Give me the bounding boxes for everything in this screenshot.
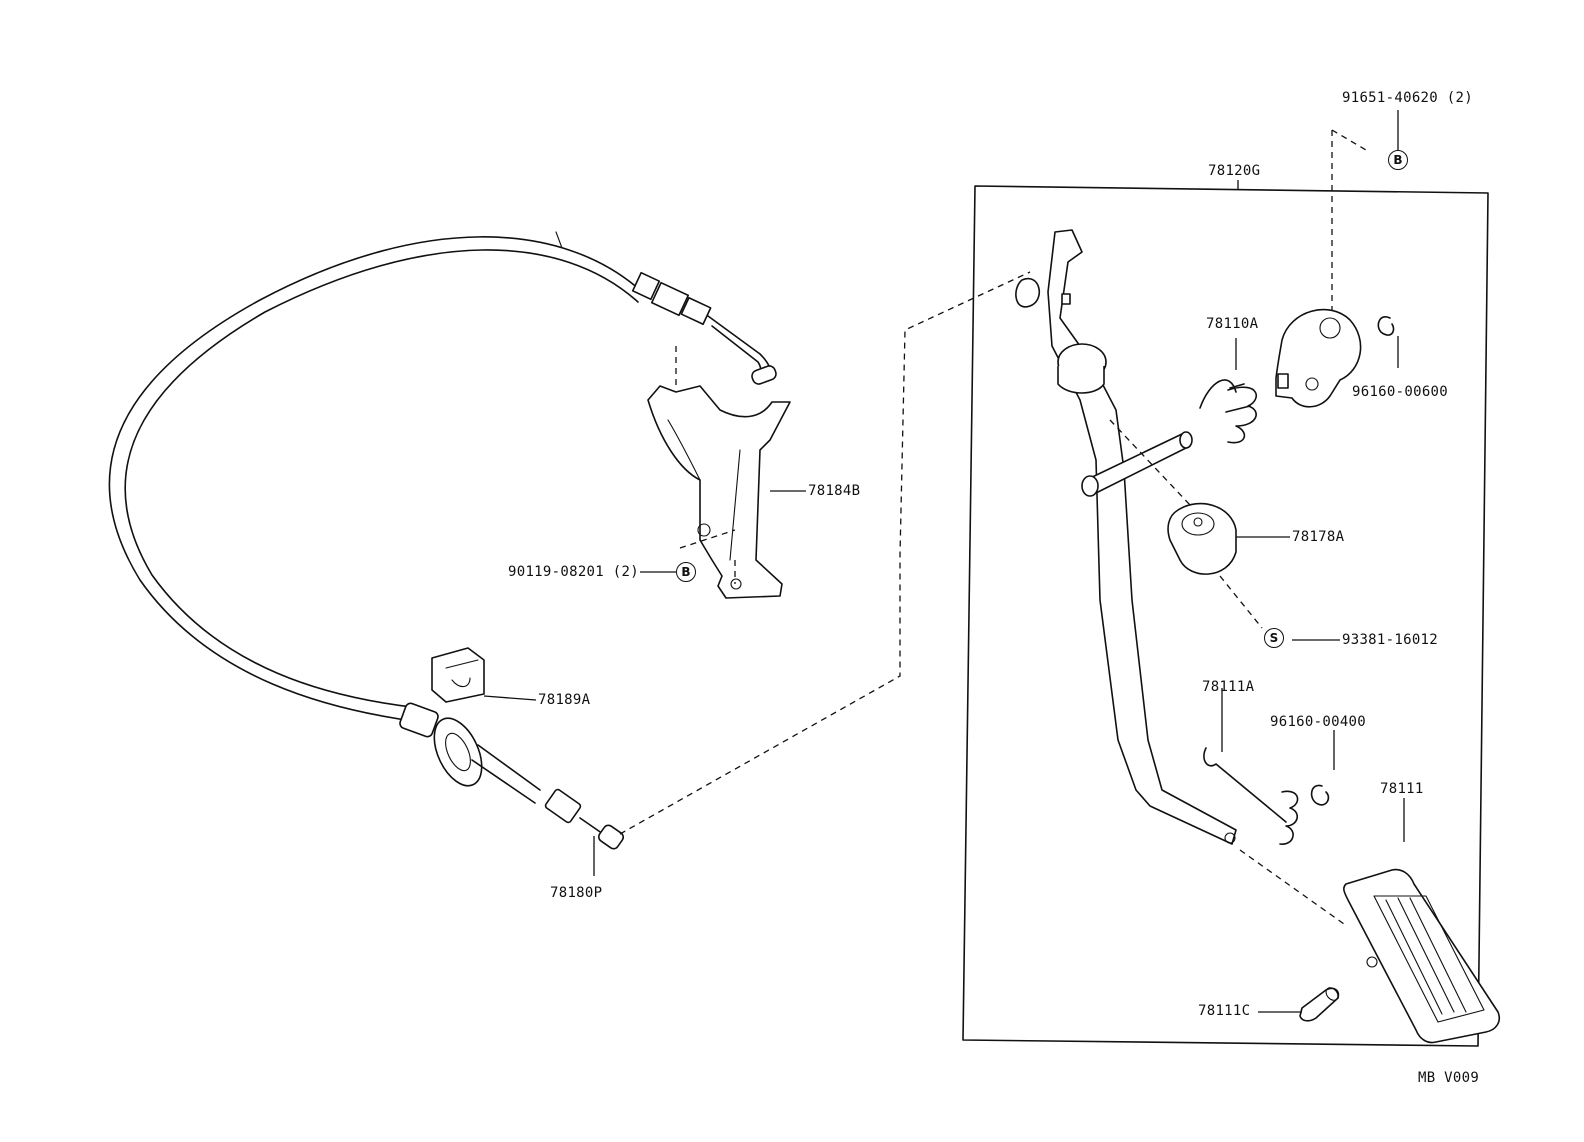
badge-bolt-b-bracket: B [676, 562, 696, 582]
label-91651-40620: 91651-40620 (2) [1342, 90, 1473, 106]
upper-spring [1199, 379, 1257, 444]
cable-bracket [647, 346, 791, 599]
leader-lines [483, 110, 1405, 1013]
label-96160-00600: 96160-00600 [1352, 384, 1449, 400]
label-assembly-78120G: 78120G [1208, 163, 1261, 179]
cable-cam [1275, 308, 1362, 408]
label-78180P: 78180P [550, 885, 603, 901]
clip-upper [1377, 316, 1399, 368]
pedal-pad [1343, 868, 1501, 1044]
label-78111A: 78111A [1202, 679, 1255, 695]
label-78189A: 78189A [538, 692, 591, 708]
diagram-code: MB V009 [1418, 1070, 1480, 1086]
pedal-pin [1299, 987, 1340, 1022]
clip-lower [1310, 730, 1335, 806]
label-96160-00400: 96160-00400 [1270, 714, 1367, 730]
pedal-arm [1015, 229, 1237, 845]
label-78111: 78111 [1380, 781, 1424, 797]
label-78178A: 78178A [1292, 529, 1345, 545]
label-78110A: 78110A [1206, 316, 1259, 332]
cable-clamp [431, 647, 485, 703]
label-90119-08201: 90119-08201 (2) [508, 564, 639, 580]
label-78184B: 78184B [808, 483, 861, 499]
linkage-lines [619, 129, 1367, 925]
badge-grease-s: S [1264, 628, 1284, 648]
label-78111C: 78111C [1198, 1003, 1251, 1019]
assembly-frame [962, 180, 1489, 1047]
badge-bolt-b-top: B [1388, 150, 1408, 170]
lower-spring [1203, 688, 1299, 845]
pedal-bushing [1167, 502, 1263, 629]
accelerator-cable [108, 231, 777, 850]
label-93381-16012: 93381-16012 [1342, 632, 1439, 648]
